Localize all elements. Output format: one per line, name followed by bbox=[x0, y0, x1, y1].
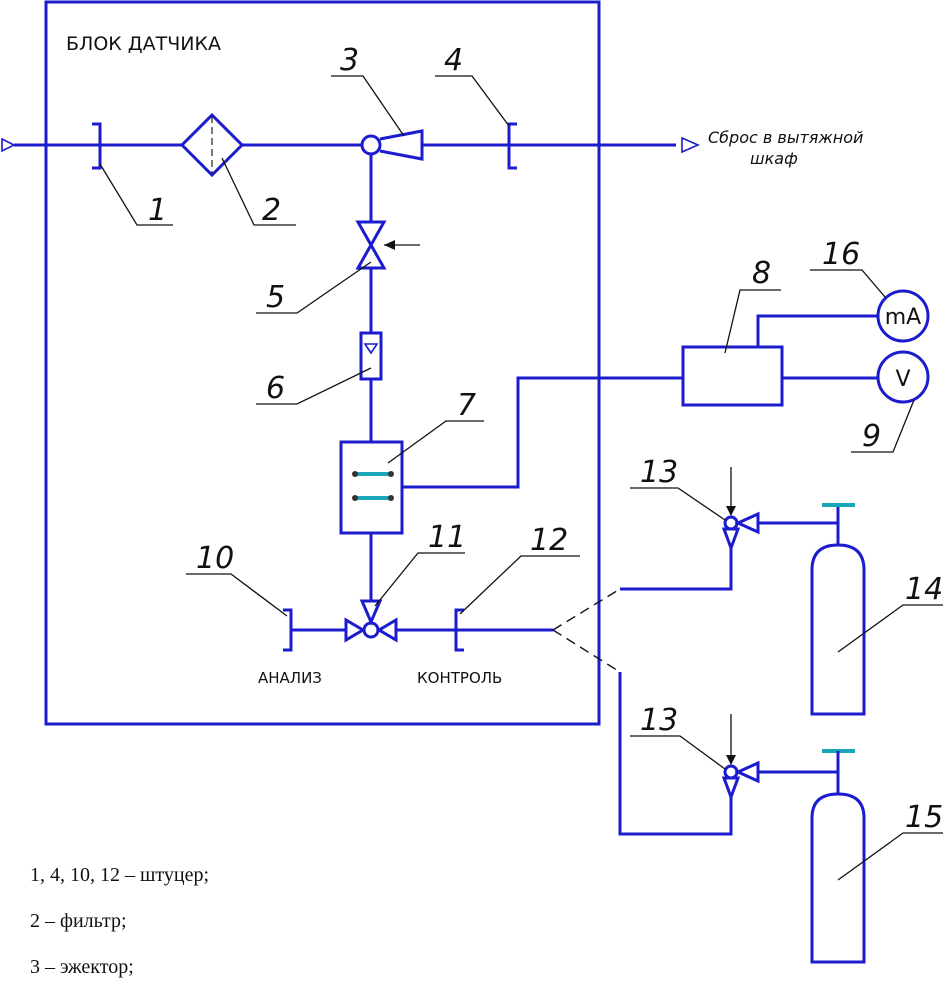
callout-1-leader bbox=[99, 163, 173, 226]
gas-sensor-schematic: БЛОК ДАТЧИКА mA V bbox=[1, 0, 943, 964]
callout-16: 16 bbox=[822, 237, 860, 272]
callout-11-leader bbox=[374, 552, 465, 607]
actuator-arrow-icon bbox=[384, 240, 395, 250]
callout-12-leader bbox=[459, 555, 580, 615]
callout-14-leader bbox=[837, 604, 943, 653]
arrow-down-icon bbox=[726, 506, 736, 516]
milliammeter-label: mA bbox=[885, 305, 921, 330]
callout-14: 14 bbox=[905, 572, 943, 607]
ejector-nozzle-icon bbox=[360, 134, 382, 156]
callout-13-lower: 13 bbox=[640, 703, 678, 738]
callout-6: 6 bbox=[266, 371, 285, 406]
exhaust-arrow-icon bbox=[681, 136, 700, 154]
voltmeter-label: V bbox=[895, 367, 910, 392]
sensor-block-title: БЛОК ДАТЧИКА bbox=[66, 33, 221, 55]
callout-15-leader bbox=[837, 832, 943, 881]
regulator-13-lower-outlet bbox=[721, 776, 741, 802]
valve-11-top bbox=[359, 599, 383, 626]
callout-7-leader bbox=[387, 420, 484, 464]
fitting-12 bbox=[454, 608, 464, 652]
legend-item-ejector: 3 – эжектор; bbox=[30, 956, 134, 978]
electrode-dot bbox=[388, 495, 394, 501]
callout-1: 1 bbox=[148, 193, 167, 228]
callout-10: 10 bbox=[196, 541, 234, 576]
exhaust-note-line1: Сброс в вытяжной bbox=[708, 128, 863, 147]
callout-2-leader bbox=[221, 157, 296, 226]
callout-5-leader bbox=[256, 261, 372, 314]
branch-dashed-top bbox=[552, 588, 621, 631]
port-analysis-label: АНАЛИЗ bbox=[258, 669, 322, 687]
gas-cylinder-14 bbox=[810, 543, 866, 716]
callout-10-leader bbox=[186, 573, 288, 617]
callout-13-lower-leader bbox=[630, 735, 726, 770]
callout-15: 15 bbox=[905, 800, 943, 835]
signal-wire-7-8 bbox=[402, 376, 683, 489]
callout-12: 12 bbox=[530, 523, 568, 558]
valve-11-right bbox=[376, 617, 398, 643]
callout-13-upper: 13 bbox=[640, 455, 678, 490]
wire-8-16 bbox=[756, 314, 878, 347]
callout-9: 9 bbox=[862, 419, 881, 454]
electrode-dot bbox=[352, 471, 358, 477]
callout-16-leader bbox=[810, 269, 886, 298]
callout-5: 5 bbox=[266, 280, 285, 315]
callout-4-leader bbox=[435, 75, 510, 127]
voltmeter-9 bbox=[876, 350, 930, 404]
fitting-10 bbox=[283, 608, 293, 652]
callout-3-leader bbox=[331, 75, 405, 137]
branch-dashed-bottom bbox=[552, 629, 621, 673]
callout-7: 7 bbox=[457, 388, 476, 423]
gas-line-lower bbox=[618, 672, 733, 836]
callout-9-leader bbox=[851, 399, 915, 453]
inlet-arrow-icon bbox=[1, 137, 16, 153]
regulator-13-upper-inlet bbox=[734, 511, 760, 535]
rotameter-float-icon bbox=[363, 343, 379, 355]
legend-item-filter: 2 – фильтр; bbox=[30, 910, 127, 932]
electronics-unit-8 bbox=[681, 345, 784, 407]
ejector-3 bbox=[379, 129, 424, 161]
fitting-1 bbox=[92, 122, 102, 170]
electrode-dot bbox=[388, 471, 394, 477]
gas-cylinder-15 bbox=[810, 792, 866, 964]
callout-8-leader bbox=[724, 289, 781, 354]
filter-2 bbox=[179, 112, 245, 178]
regulator-13-lower-inlet bbox=[734, 760, 760, 784]
valve-11-core bbox=[362, 621, 380, 639]
arrow-down-icon bbox=[726, 755, 736, 765]
exhaust-note-line2: шкаф bbox=[750, 149, 798, 168]
callout-4: 4 bbox=[444, 43, 463, 78]
electrode-dot bbox=[352, 495, 358, 501]
callout-3: 3 bbox=[340, 43, 359, 78]
legend: 1, 4, 10, 12 – штуцер; 2 – фильтр; 3 – э… bbox=[30, 852, 209, 990]
fitting-4 bbox=[507, 122, 517, 170]
callout-13-upper-leader bbox=[630, 487, 726, 521]
legend-item-fittings: 1, 4, 10, 12 – штуцер; bbox=[30, 864, 210, 886]
sensor-cell-7 bbox=[339, 440, 404, 535]
valve-11-left bbox=[344, 617, 366, 643]
callout-8: 8 bbox=[752, 256, 771, 291]
callout-11: 11 bbox=[428, 520, 466, 555]
milliammeter-16 bbox=[876, 289, 930, 343]
sensor-block-frame bbox=[44, 0, 601, 726]
callout-6-leader bbox=[256, 367, 372, 405]
port-control-label: КОНТРОЛЬ bbox=[417, 669, 502, 687]
callout-2: 2 bbox=[262, 193, 281, 228]
regulator-13-upper-outlet bbox=[721, 527, 741, 553]
valve-5 bbox=[355, 220, 387, 270]
gas-line-upper bbox=[620, 548, 733, 591]
